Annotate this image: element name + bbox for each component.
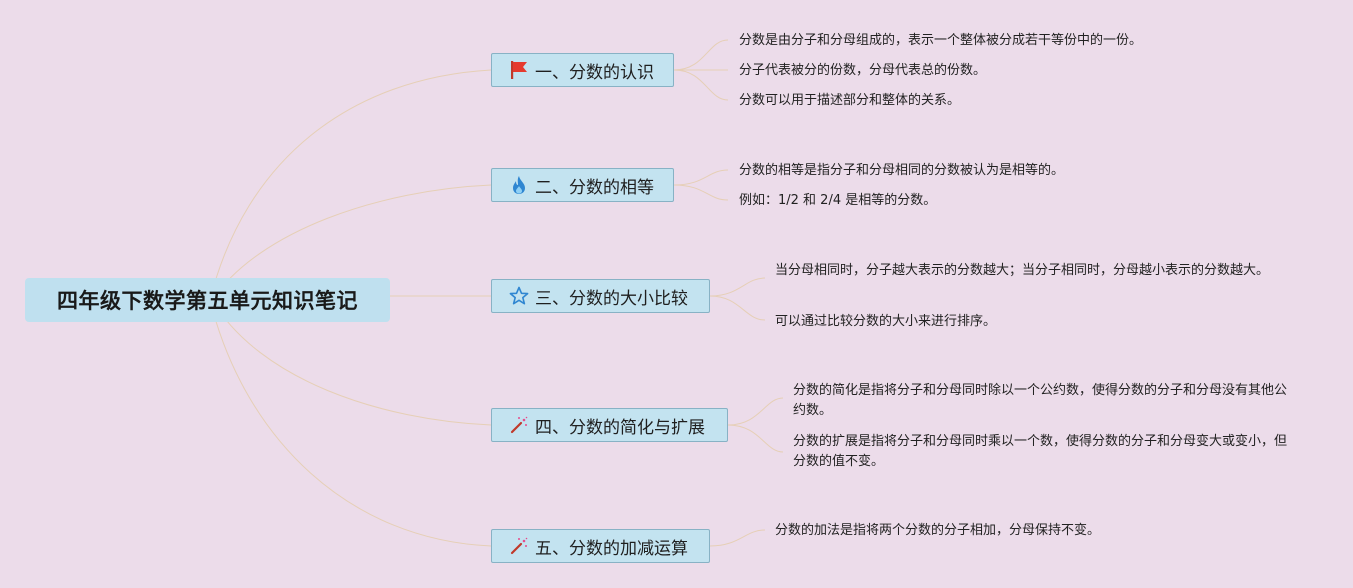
note: 分数的加法是指将两个分数的分子相加，分母保持不变。 <box>775 523 1101 538</box>
note: 当分母相同时，分子越大表示的分数越大；当分子相同时，分母越小表示的分数越大。 <box>775 263 1270 278</box>
note: 分数的简化是指将分子和分母同时除以一个公约数，使得分数的分子和分母没有其他公约数… <box>793 383 1288 418</box>
branch-fraction-equality[interactable]: 二、分数的相等 <box>491 168 674 202</box>
star-icon <box>509 286 529 306</box>
branch-fraction-recognition[interactable]: 一、分数的认识 <box>491 53 674 87</box>
note: 分数的扩展是指将分子和分母同时乘以一个数，使得分数的分子和分母变大或变小，但分数… <box>793 434 1288 469</box>
central-topic-label: 四年级下数学第五单元知识笔记 <box>57 289 358 313</box>
branch-label: 五、分数的加减运算 <box>535 538 688 559</box>
note: 例如：1/2 和 2/4 是相等的分数。 <box>739 193 937 208</box>
branch-fraction-comparison[interactable]: 三、分数的大小比较 <box>491 279 710 313</box>
note: 分数可以用于描述部分和整体的关系。 <box>739 93 961 108</box>
note: 分数是由分子和分母组成的，表示一个整体被分成若干等份中的一份。 <box>739 33 1143 48</box>
branch-fraction-simplify-expand[interactable]: 四、分数的简化与扩展 <box>491 408 728 442</box>
note: 可以通过比较分数的大小来进行排序。 <box>775 314 997 329</box>
branch-label: 三、分数的大小比较 <box>535 288 688 309</box>
note: 分数的相等是指分子和分母相同的分数被认为是相等的。 <box>739 163 1065 178</box>
note: 分子代表被分的份数，分母代表总的份数。 <box>739 63 987 78</box>
flame-icon <box>509 175 529 195</box>
branch-label: 四、分数的简化与扩展 <box>535 417 705 438</box>
magic-wand-icon <box>509 536 529 556</box>
red-flag-icon <box>509 60 529 80</box>
branch-label: 二、分数的相等 <box>535 177 654 198</box>
central-topic[interactable]: 四年级下数学第五单元知识笔记 <box>25 278 390 322</box>
branch-label: 一、分数的认识 <box>535 62 654 83</box>
branch-fraction-add-subtract[interactable]: 五、分数的加减运算 <box>491 529 710 563</box>
magic-wand-icon <box>509 415 529 435</box>
